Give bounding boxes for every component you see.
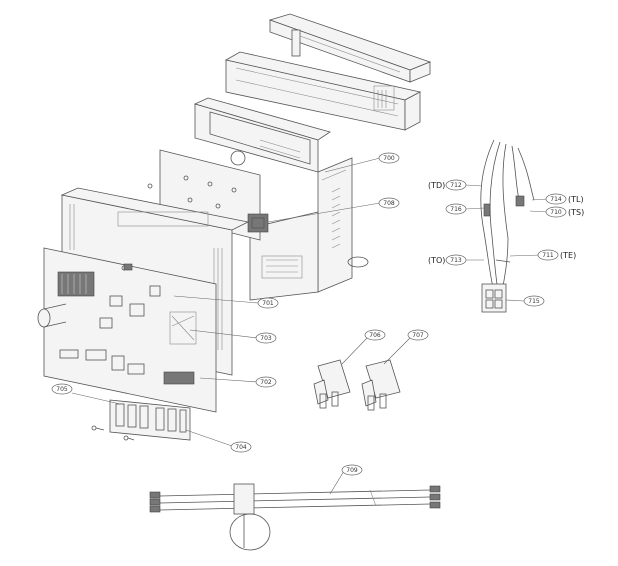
sensor-label-tl: (TL) — [568, 195, 584, 204]
metal-box-700 — [249, 157, 369, 301]
sensor-label-te: (TE) — [560, 251, 576, 260]
sensor-harness — [480, 139, 535, 313]
upper-chassis — [224, 51, 422, 131]
part-number-713: 713 — [450, 257, 462, 264]
part-tag-704: 704 — [230, 441, 252, 453]
switch-707 — [361, 359, 401, 411]
sensor-label-ts: (TS) — [568, 208, 584, 217]
part-tag-711: 711 — [537, 249, 559, 261]
part-tag-705: 705 — [51, 383, 73, 395]
part-number-711: 711 — [542, 252, 554, 259]
part-tag-713: 713 — [445, 254, 467, 266]
part-number-707: 707 — [412, 332, 424, 339]
part-number-715: 715 — [528, 298, 540, 305]
part-number-700: 700 — [383, 155, 395, 162]
part-tag-707: 707 — [407, 329, 429, 341]
part-number-714: 714 — [550, 196, 562, 203]
part-number-716: 716 — [450, 206, 462, 213]
part-number-702: 702 — [260, 379, 272, 386]
wiring-harness-709 — [149, 483, 441, 551]
part-tag-702: 702 — [255, 376, 277, 388]
part-tag-716: 716 — [445, 203, 467, 215]
part-number-708: 708 — [383, 200, 395, 207]
part-number-703: 703 — [260, 335, 272, 342]
part-number-704: 704 — [235, 444, 247, 451]
main-pcb-702 — [37, 247, 217, 413]
part-tag-710: 710 — [545, 206, 567, 218]
part-number-712: 712 — [450, 182, 462, 189]
leader-lines — [71, 157, 549, 495]
part-tag-714: 714 — [545, 193, 567, 205]
sensor-label-to: (TO) — [428, 256, 445, 265]
sensor-label-td: (TD) — [428, 181, 445, 190]
part-number-701: 701 — [262, 300, 274, 307]
terminal-block-704 — [91, 399, 191, 441]
frame-chassis — [193, 97, 331, 173]
part-tag-708: 708 — [378, 197, 400, 209]
part-tag-709: 709 — [341, 464, 363, 476]
switch-706 — [313, 359, 351, 409]
part-number-709: 709 — [346, 467, 358, 474]
part-number-705: 705 — [56, 386, 68, 393]
part-tag-701: 701 — [257, 297, 279, 309]
part-number-710: 710 — [550, 209, 562, 216]
top-cover — [268, 13, 432, 83]
part-tag-703: 703 — [255, 332, 277, 344]
part-number-706: 706 — [369, 332, 381, 339]
part-tag-700: 700 — [378, 152, 400, 164]
part-tag-706: 706 — [364, 329, 386, 341]
part-tag-712: 712 — [445, 179, 467, 191]
part-tag-715: 715 — [523, 295, 545, 307]
